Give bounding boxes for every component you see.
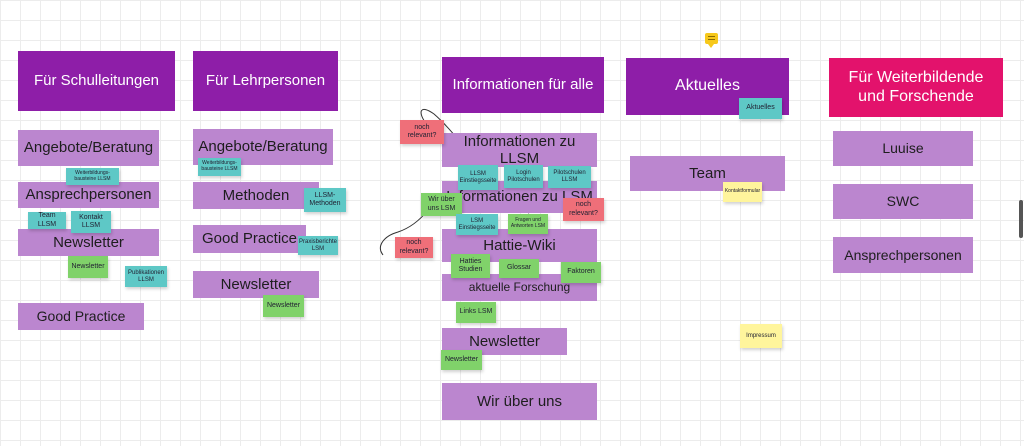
sticky-noch-relevant[interactable]: noch relevant? bbox=[400, 120, 444, 144]
sticky-glossar[interactable]: Glossar bbox=[499, 259, 539, 278]
card-newsletter[interactable]: Newsletter bbox=[193, 271, 319, 298]
sticky-noch-relevant[interactable]: noch relevant? bbox=[395, 237, 433, 258]
card-wir-ueber-uns[interactable]: Wir über uns bbox=[442, 383, 597, 420]
sticky-aktuelles[interactable]: Aktuelles bbox=[739, 98, 782, 119]
sticky-newsletter[interactable]: Newsletter bbox=[441, 350, 482, 370]
sticky-team-llsm[interactable]: Team LLSM bbox=[28, 212, 66, 229]
header-lehrpersonen[interactable]: Für Lehrpersonen bbox=[193, 51, 338, 111]
card-angebote-beratung[interactable]: Angebote/Beratung bbox=[18, 130, 159, 166]
sticky-llsm-methoden[interactable]: LLSM- Methoden bbox=[304, 188, 346, 212]
sticky-newsletter[interactable]: Newsletter bbox=[68, 256, 108, 278]
card-ansprechpersonen[interactable]: Ansprechpersonen bbox=[833, 237, 973, 273]
header-weiterbildende-forschende[interactable]: Für Weiterbildende und Forschende bbox=[829, 58, 1003, 117]
card-methoden[interactable]: Methoden bbox=[193, 182, 319, 209]
sticky-fragen-antworten-lsm[interactable]: Fragen und Antworten LSM bbox=[508, 214, 548, 234]
sticky-wir-ueber-uns-lsm[interactable]: Wir über uns LSM bbox=[421, 193, 462, 216]
header-schulleitungen[interactable]: Für Schulleitungen bbox=[18, 51, 175, 111]
card-good-practice[interactable]: Good Practice bbox=[193, 225, 306, 253]
sticky-impressum[interactable]: Impressum bbox=[740, 324, 782, 348]
sticky-lsm-einstiegsseite[interactable]: LSM Einstiegsseite bbox=[456, 214, 498, 235]
sticky-praxisberichte[interactable]: Praxisberichte LSM bbox=[298, 236, 338, 255]
header-informationen-fuer-alle[interactable]: Informationen für alle bbox=[442, 57, 604, 113]
comment-icon[interactable] bbox=[705, 33, 718, 48]
card-informationen-llsm[interactable]: Informationen zu LLSM bbox=[442, 133, 597, 167]
sticky-noch-relevant[interactable]: noch relevant? bbox=[563, 198, 604, 221]
sticky-links-lsm[interactable]: Links LSM bbox=[456, 302, 496, 323]
sticky-weiterbildungsbausteine[interactable]: Weiterbildungs- bausteine LLSM bbox=[198, 158, 241, 176]
card-good-practice[interactable]: Good Practice bbox=[18, 303, 144, 330]
card-ansprechpersonen[interactable]: Ansprechpersonen bbox=[18, 182, 159, 208]
card-swc[interactable]: SWC bbox=[833, 184, 973, 219]
sticky-newsletter[interactable]: Newsletter bbox=[263, 295, 304, 317]
sticky-faktoren[interactable]: Faktoren bbox=[561, 262, 601, 283]
sticky-weiterbildungsbausteine[interactable]: Weiterbildungs- bausteine LLSM bbox=[66, 168, 119, 185]
card-luuise[interactable]: Luuise bbox=[833, 131, 973, 166]
sticky-publikationen[interactable]: Publikationen LLSM bbox=[125, 266, 167, 287]
sticky-login-pilotschulen[interactable]: Login Pilotschulen bbox=[504, 165, 543, 188]
sticky-kontaktformular[interactable]: Kontaktformular bbox=[723, 182, 762, 202]
sticky-kontakt-llsm[interactable]: Kontakt LLSM bbox=[71, 211, 111, 233]
scrollbar-handle[interactable] bbox=[1019, 200, 1023, 238]
sticky-pilotschulen-llsm[interactable]: Pilotschulen LLSM bbox=[548, 166, 591, 188]
sticky-llsm-einstiegsseite[interactable]: LLSM Einstiegsseite bbox=[458, 165, 498, 190]
card-newsletter[interactable]: Newsletter bbox=[18, 229, 159, 256]
sticky-hatties-studien[interactable]: Hatties Studien bbox=[451, 254, 490, 278]
